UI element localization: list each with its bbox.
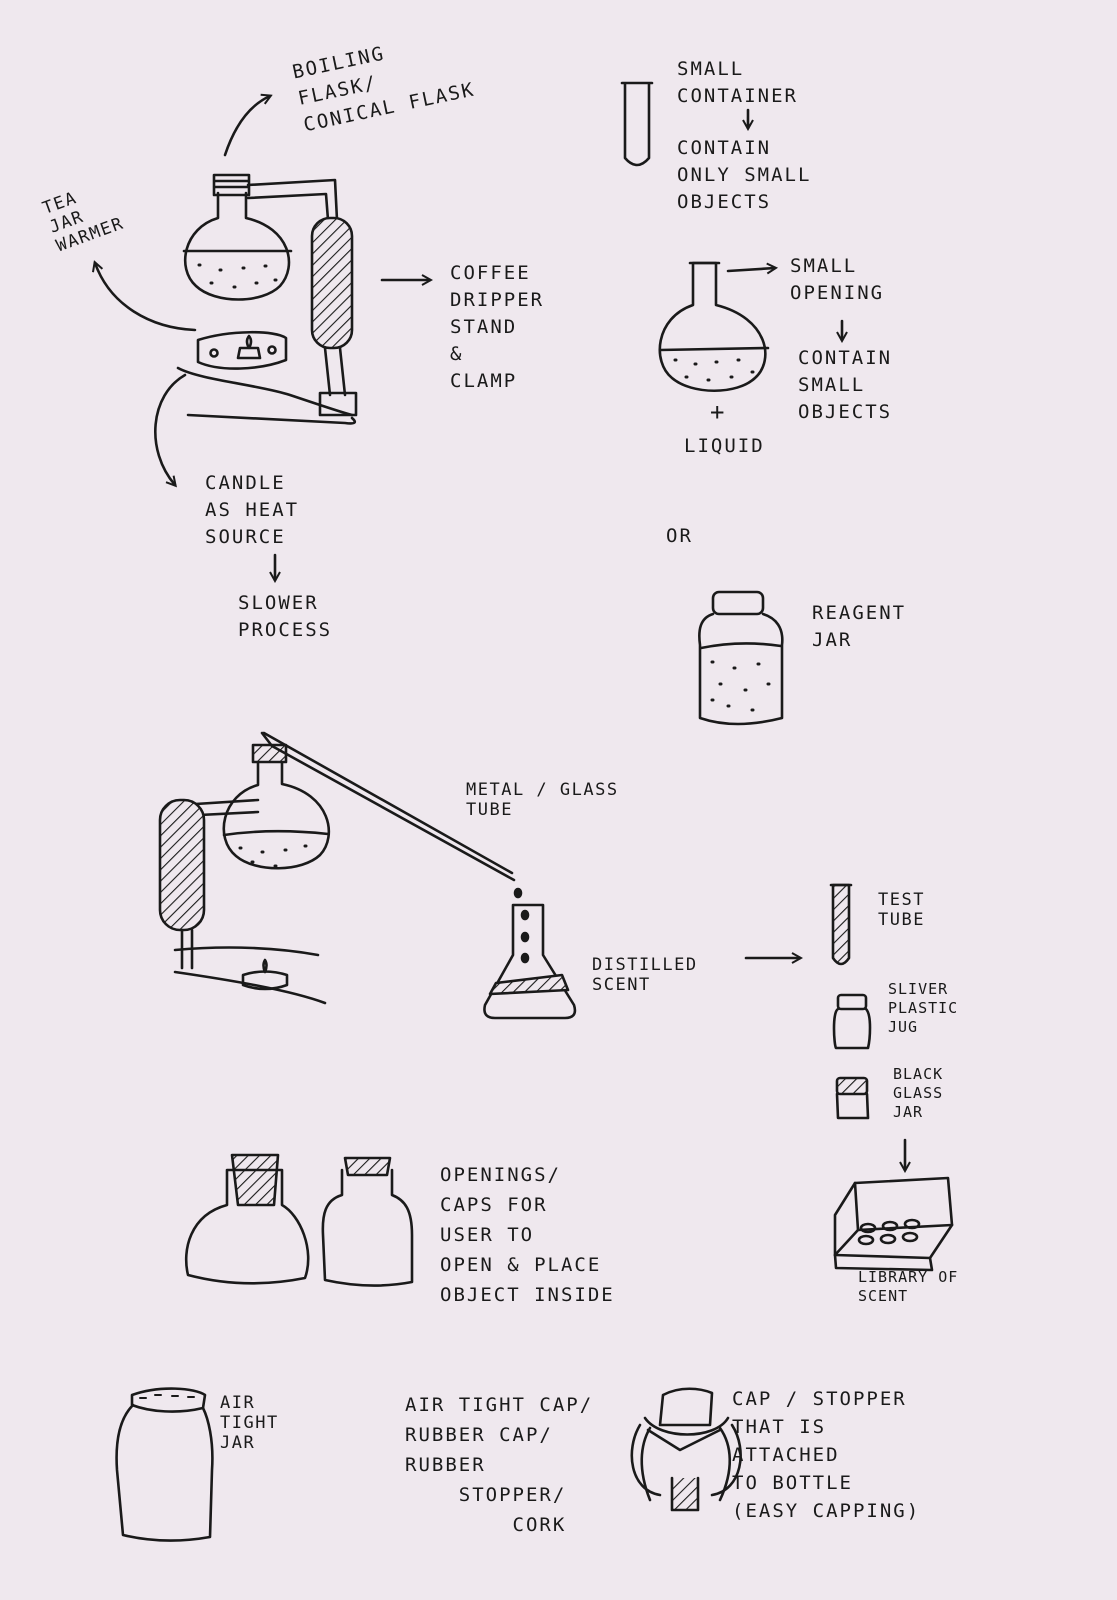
bottle-round-with-cork: [184, 1153, 310, 1285]
attached-cap-bottle: [630, 1387, 742, 1512]
round-flask-top: [183, 191, 291, 301]
scent-library-box: [833, 1176, 954, 1272]
distillation-apparatus-middle: [158, 731, 800, 1020]
arrow-down-small-container: ↓: [742, 110, 756, 132]
stand-leg-top: [323, 346, 347, 397]
sliver-jug-cap: [836, 993, 868, 1011]
conical-flask: [483, 903, 577, 1020]
label-black-glass-jar: BLACK GLASS JAR: [893, 1065, 944, 1121]
condenser-mid: [158, 798, 206, 932]
label-test-tube: TEST TUBE: [878, 890, 925, 930]
stand-base-mid: [173, 946, 327, 1005]
label-small-container: SMALL CONTAINER: [677, 58, 798, 107]
stand-base-top: [176, 366, 357, 425]
label-sliver-plastic-jug: SLIVER PLASTIC JUG: [888, 980, 959, 1036]
label-coffee-dripper: COFFEE DRIPPER STAND & CLAMP: [450, 262, 545, 392]
label-or: OR: [666, 525, 693, 547]
arrow-to-candle: [154, 373, 187, 485]
arrow-small-opening: [726, 268, 775, 271]
drops: [513, 887, 530, 964]
label-candle-heat-source: CANDLE AS HEAT SOURCE: [205, 472, 300, 548]
label-small-opening: SMALL OPENING: [790, 255, 885, 304]
arrow-to-tea-jar: [95, 263, 197, 332]
candle-mid: [241, 958, 289, 991]
label-air-tight-jar: AIR TIGHT JAR: [220, 1393, 279, 1453]
label-air-tight-cap: AIR TIGHT CAP/ RUBBER CAP/ RUBBER STOPPE…: [405, 1394, 594, 1536]
black-jar-cap: [835, 1076, 869, 1096]
warmer-ring-top: [196, 330, 288, 370]
label-metal-glass-tube: METAL / GLASS TUBE: [466, 780, 619, 820]
label-library-of-scent: LIBRARY OF SCENT: [858, 1268, 959, 1305]
small-container-tube: [620, 81, 654, 167]
label-distilled-scent: DISTILLED SCENT: [592, 955, 698, 995]
label-cap-stopper: CAP / STOPPER THAT IS ATTACHED TO BOTTLE…: [732, 1388, 921, 1522]
test-tube: [831, 883, 851, 966]
reagent-jar: [698, 590, 784, 726]
air-tight-jar: [115, 1387, 214, 1542]
label-reagent-jar: REAGENT JAR: [812, 602, 907, 651]
label-contain-only: CONTAIN ONLY SMALL OBJECTS: [677, 137, 812, 213]
arrow-to-boiling-flask: [223, 96, 270, 157]
label-slower-process: SLOWER PROCESS: [238, 592, 333, 641]
black-jar: [835, 1092, 870, 1120]
small-opening-flask: [658, 261, 767, 393]
label-plus: +: [710, 398, 727, 426]
distillation-apparatus-top: [95, 96, 430, 580]
condenser-top: [310, 216, 354, 350]
bottle-square-with-cap: [321, 1156, 414, 1287]
label-liquid: LIQUID: [684, 435, 765, 457]
label-openings-caps: OPENINGS/ CAPS FOR USER TO OPEN & PLACE …: [440, 1164, 615, 1306]
round-flask-mid: [222, 756, 330, 870]
flask-stopper-top: [212, 173, 251, 197]
transfer-tube-top: [246, 178, 339, 222]
label-contain-small: CONTAIN SMALL OBJECTS: [798, 347, 893, 423]
long-tube: [260, 731, 516, 882]
sliver-jug: [832, 1007, 872, 1050]
